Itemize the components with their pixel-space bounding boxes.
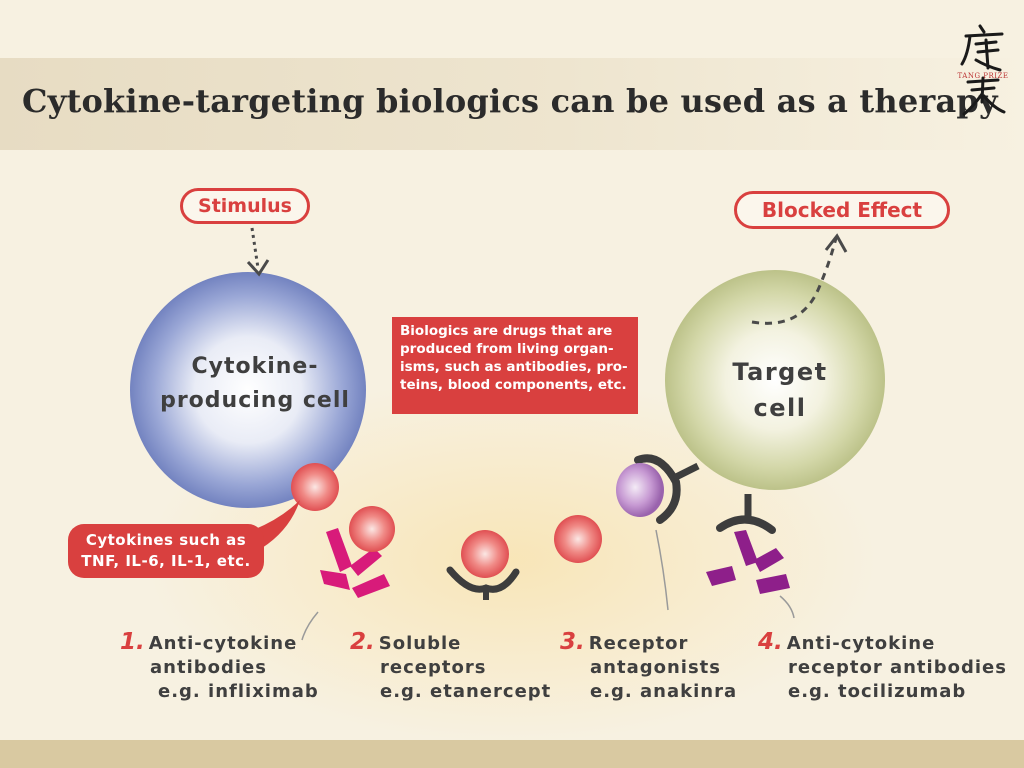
stimulus-label: Stimulus <box>180 188 310 224</box>
drug-title: Anti-cytokine <box>148 633 298 654</box>
info-line: produced from living organ- <box>400 341 614 357</box>
bottom-band <box>0 740 1024 768</box>
producing-cell-label-line1: Cytokine- <box>191 354 319 379</box>
receptor-antagonist <box>616 463 664 517</box>
anti-receptor-antibody <box>706 530 790 594</box>
blocked-effect-arrow <box>751 237 838 325</box>
target-receptor-3 <box>634 454 681 524</box>
target-cell <box>665 270 885 490</box>
blocked-effect-label: Blocked Effect <box>734 191 950 229</box>
page-title: Cytokine-targeting biologics can be used… <box>22 82 998 120</box>
biologics-info-box: Biologics are drugs that are produced fr… <box>392 317 638 414</box>
blocked-effect-arrowhead <box>824 233 848 253</box>
drug-subtitle: receptor antibodies <box>788 657 1007 678</box>
drug-subtitle: antagonists <box>590 657 721 678</box>
producing-cell-label: Cytokine- producing cell <box>150 350 360 418</box>
tang-prize-logo: TANG PRIZE <box>957 24 1008 116</box>
target-cell-label: Target cell <box>700 354 860 426</box>
anti-cytokine-antibody <box>320 528 390 598</box>
drug-subtitle: antibodies <box>150 657 267 678</box>
stimulus-arrowhead <box>246 259 270 277</box>
info-line: Biologics are drugs that are <box>400 323 613 339</box>
info-line: teins, blood components, etc. <box>400 377 627 393</box>
drug-subtitle: receptors <box>380 657 487 678</box>
drug-title: Receptor <box>588 633 689 654</box>
drug-title: Anti-cytokine <box>786 633 936 654</box>
drug-example: e.g. infliximab <box>158 681 319 702</box>
drug-number: 3. <box>560 629 585 655</box>
target-cell-label-line2: cell <box>753 394 807 422</box>
drug-item-anti-cytokine-antibodies: 1.Anti-cytokine antibodies e.g. inflixim… <box>120 630 319 704</box>
drug-number: 4. <box>758 629 783 655</box>
logo-text: TANG PRIZE <box>957 72 1008 80</box>
target-receptor-4 <box>716 515 776 534</box>
drug-title: Soluble <box>378 633 462 654</box>
producing-cell-label-line2: producing cell <box>160 388 350 413</box>
cytokine-producing-cell <box>130 272 366 508</box>
drug-item-receptor-antagonists: 3.Receptor antagonists e.g. anakinra <box>560 630 737 704</box>
cytokine-free <box>554 515 602 563</box>
target-cell-label-line1: Target <box>732 358 828 386</box>
cytokine-released <box>291 463 339 511</box>
drug-example: e.g. anakinra <box>590 681 738 702</box>
target-receptor-3-stem <box>672 462 700 482</box>
drug-item-anti-cytokine-receptor-antibodies: 4.Anti-cytokine receptor antibodies e.g.… <box>758 630 1007 704</box>
cytokine-bound-soluble-receptor <box>461 530 509 578</box>
stimulus-arrow <box>250 227 260 269</box>
drug-item-soluble-receptors: 2.Soluble receptors e.g. etanercept <box>350 630 551 704</box>
cytokine-callout-line1: Cytokines such as <box>85 531 247 549</box>
drug-example: e.g. etanercept <box>380 681 552 702</box>
title-band <box>0 58 1024 150</box>
drug-number: 1. <box>120 629 145 655</box>
drug-number: 2. <box>350 629 375 655</box>
info-line: isms, such as antibodies, pro- <box>400 359 628 375</box>
cytokine-callout: Cytokines such as TNF, IL-6, IL-1, etc. <box>68 524 264 578</box>
cytokine-bound-antibody <box>349 506 395 552</box>
cytokine-callout-line2: TNF, IL-6, IL-1, etc. <box>81 552 251 570</box>
pointer-lines <box>301 529 795 641</box>
drug-example: e.g. tocilizumab <box>788 681 967 702</box>
